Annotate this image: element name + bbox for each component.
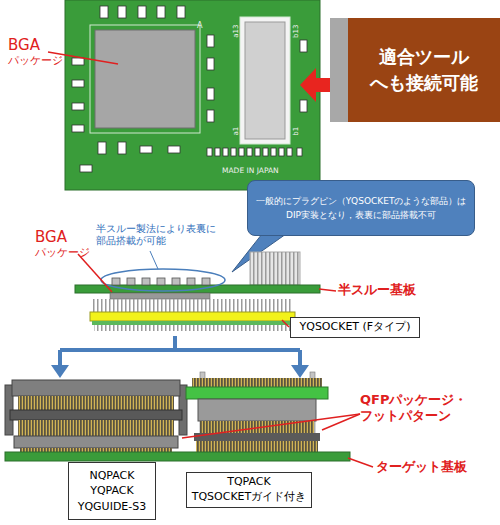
leader-line <box>348 458 373 467</box>
socket-pins <box>92 299 292 312</box>
part-label: ターゲット基板 <box>376 459 492 475</box>
smd-part <box>72 103 84 110</box>
smd-part <box>72 80 84 87</box>
smd-part <box>187 278 195 285</box>
product-name-box: TQPACK TQSOCKETガイド付き <box>186 472 312 508</box>
part-label: BGA パッケージ <box>8 36 70 67</box>
smd-part <box>300 100 307 112</box>
smd-part <box>263 148 268 156</box>
leader-line <box>322 414 360 430</box>
smd-part <box>118 142 126 154</box>
smd-part <box>100 6 108 18</box>
box-text: TQPACK TQSOCKETガイド付き <box>187 475 311 505</box>
smd-part <box>157 278 165 285</box>
silkscreen-outline <box>90 25 200 133</box>
smd-part <box>177 6 185 18</box>
socket-pins <box>94 325 290 331</box>
smd-part <box>157 6 165 18</box>
target-board <box>5 452 350 461</box>
smd-part <box>231 148 236 156</box>
callout-bubble: 一般的にプラグピン（YQSOCKETのような部品）は DIP実装となり，表裏に部… <box>247 180 475 236</box>
pin-label: b13 <box>292 18 300 44</box>
leader-line <box>282 320 289 327</box>
smd-part <box>255 148 260 156</box>
plug-pins <box>250 252 300 285</box>
connector-body <box>12 380 180 396</box>
connector-pins <box>196 441 318 452</box>
smd-part <box>279 148 284 156</box>
highlight-ellipse <box>101 269 225 291</box>
plug-pin-header <box>250 252 300 285</box>
connector-base <box>14 436 178 448</box>
board-marking: MADE IN JAPAN <box>222 166 312 175</box>
pin-label: a1 <box>232 118 240 144</box>
connector-body <box>198 399 316 421</box>
arrow-head <box>291 365 309 378</box>
smd-part <box>207 88 214 100</box>
box-text: 適合ツール へも接続可能 <box>354 44 494 96</box>
smd-parts <box>72 6 307 172</box>
smd-part <box>202 278 210 285</box>
smd-part <box>247 148 252 156</box>
tool-box: 適合ツール へも接続可能 <box>330 18 500 122</box>
smd-part <box>142 278 150 285</box>
smd-part <box>297 148 302 156</box>
connector-pins <box>18 420 174 436</box>
product-name-box: NQPACK YQPACK YQGUIDE-S3 <box>68 462 156 520</box>
yqsocket <box>90 312 295 321</box>
smd-part <box>140 146 152 153</box>
connector-outline <box>240 17 290 144</box>
green-plate <box>186 387 328 399</box>
connector-pins <box>192 378 322 387</box>
smd-part <box>80 165 92 172</box>
note-text: 半スルー製法により表裏に 部品搭載が可能 <box>96 223 222 247</box>
pin-marker: A <box>197 21 209 31</box>
box-text: 一般的にプラグピン（YQSOCKETのような部品）は DIP実装となり，表裏に部… <box>251 194 471 223</box>
arrow-head <box>51 365 69 378</box>
smd-part <box>300 40 307 52</box>
top-parts <box>112 278 210 285</box>
smd-part <box>207 58 214 70</box>
smd-part <box>172 278 180 285</box>
leader-line <box>182 414 360 438</box>
bga-package-side <box>110 293 210 299</box>
leader-line <box>150 251 158 269</box>
connector-pins <box>18 396 174 410</box>
smd-part <box>239 148 244 156</box>
connector <box>245 22 285 139</box>
box-text: YQSOCKET (Fタイプ) <box>300 320 411 334</box>
part-label: QFPパッケージ・ フットパターン <box>360 392 496 423</box>
smd-part <box>72 125 84 132</box>
pin-label: b1 <box>292 118 300 144</box>
smd-part <box>98 142 106 154</box>
smd-part <box>287 148 292 156</box>
connector-pins <box>20 448 172 452</box>
smd-part <box>223 148 228 156</box>
split-arrow <box>60 336 300 367</box>
box-text: NQPACK YQPACK YQGUIDE-S3 <box>69 468 155 514</box>
pin-label: a13 <box>232 18 240 44</box>
leader-line <box>319 289 336 291</box>
red-arrow <box>300 68 332 102</box>
smd-part <box>207 148 212 156</box>
smd-part <box>72 58 84 65</box>
pcb-board <box>65 0 320 190</box>
smd-part <box>138 6 146 18</box>
bga-chip <box>95 30 195 128</box>
smd-part <box>127 278 135 285</box>
smd-part <box>118 6 126 18</box>
smd-part <box>215 148 220 156</box>
part-label: BGA パッケージ <box>35 228 97 259</box>
part-name-box: YQSOCKET (Fタイプ) <box>290 317 420 338</box>
connector-body <box>10 410 182 420</box>
smd-part <box>207 35 214 47</box>
yqsocket-base <box>92 321 292 325</box>
smd-part <box>168 146 180 153</box>
part-label: 半スルー基板 <box>338 282 448 298</box>
smd-part <box>112 278 120 285</box>
leader-line <box>78 254 112 292</box>
smd-part <box>207 110 214 122</box>
smd-part <box>271 148 276 156</box>
